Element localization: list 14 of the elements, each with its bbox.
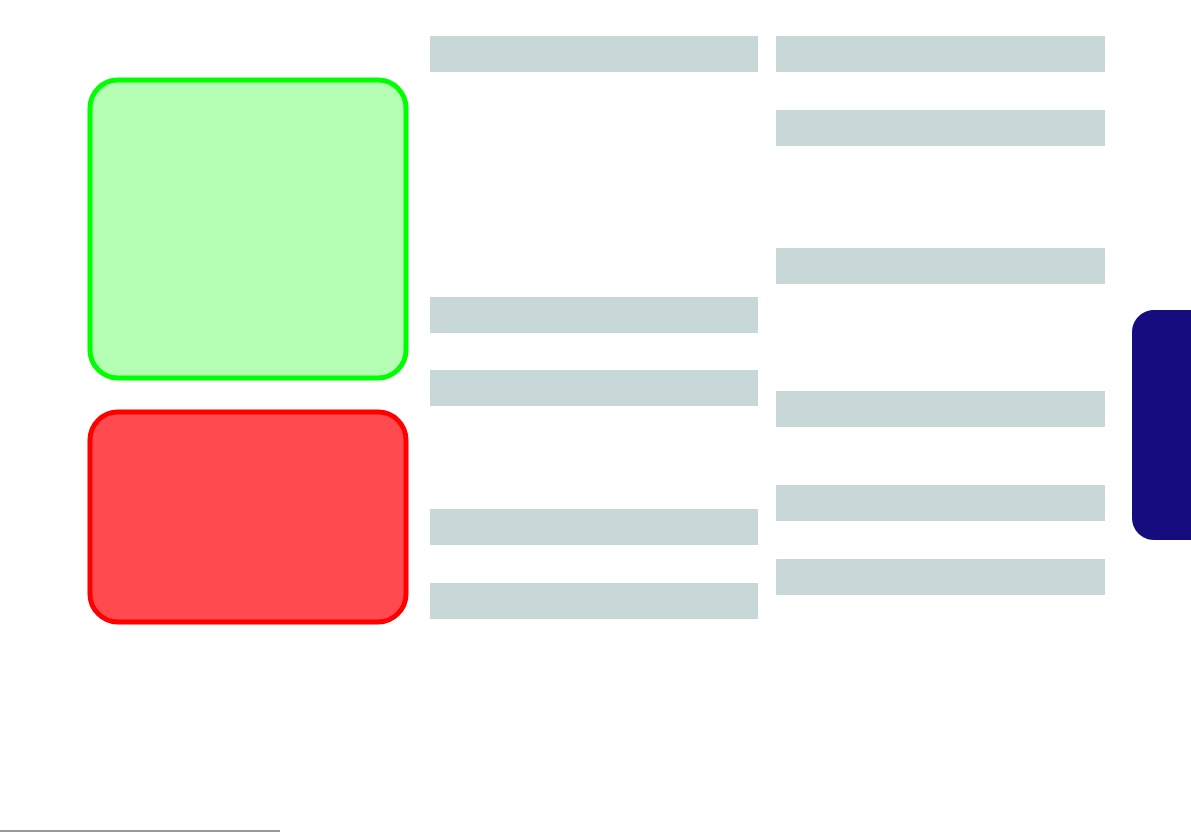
heading-bar: [430, 370, 758, 406]
heading-bar: [776, 110, 1105, 146]
side-tab: [1132, 310, 1191, 540]
callout-box: [87, 77, 409, 381]
heading-bar: [430, 36, 758, 72]
heading-bar: [776, 391, 1105, 427]
heading-bar: [776, 36, 1105, 72]
heading-bar: [776, 248, 1105, 284]
heading-bar: [430, 509, 758, 545]
heading-bar: [430, 583, 758, 619]
heading-bar: [776, 485, 1105, 521]
heading-bar: [430, 297, 758, 333]
heading-bar: [776, 559, 1105, 595]
callout-box: [87, 409, 409, 625]
